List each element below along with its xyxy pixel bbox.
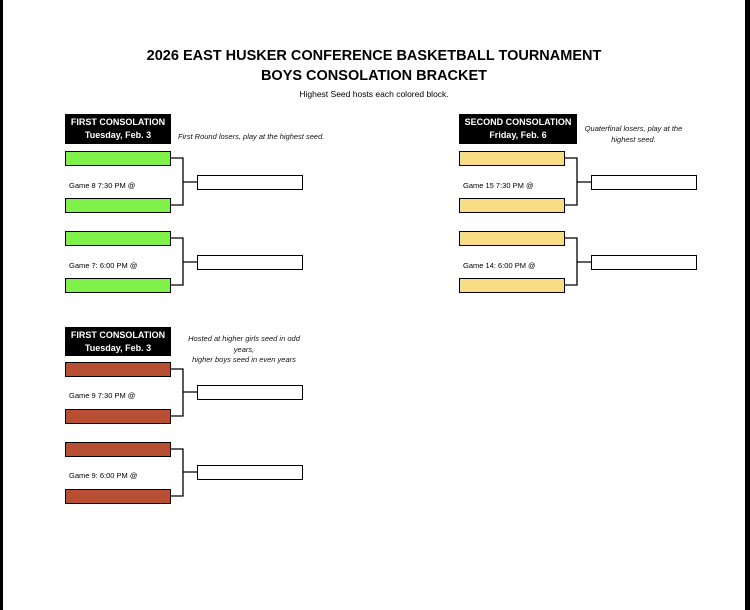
game-label: Game 15 7:30 PM @ bbox=[463, 181, 534, 190]
round-note-line: higher boys seed in even years bbox=[192, 355, 296, 364]
team-slot[interactable] bbox=[65, 409, 171, 424]
second-consolation-header: SECOND CONSOLATION Friday, Feb. 6 bbox=[459, 114, 577, 144]
winner-slot[interactable] bbox=[197, 255, 303, 270]
game-label: Game 7: 6:00 PM @ bbox=[69, 261, 138, 270]
bracket-page: 2026 EAST HUSKER CONFERENCE BASKETBALL T… bbox=[3, 0, 745, 610]
team-slot[interactable] bbox=[65, 278, 171, 293]
team-slot[interactable] bbox=[459, 278, 565, 293]
winner-slot[interactable] bbox=[197, 465, 303, 480]
connector-game-14 bbox=[565, 237, 591, 286]
round-note: Quaterfinal losers, play at the highest … bbox=[581, 124, 686, 145]
team-slot[interactable] bbox=[459, 198, 565, 213]
round-note: Hosted at higher girls seed in odd years… bbox=[179, 334, 309, 366]
connector-game-15 bbox=[565, 157, 591, 206]
round-label: SECOND CONSOLATION bbox=[464, 117, 572, 127]
round-label: FIRST CONSOLATION bbox=[70, 117, 166, 127]
round-note: First Round losers, play at the highest … bbox=[178, 132, 325, 141]
round-date: Friday, Feb. 6 bbox=[489, 129, 547, 140]
game-label: Game 8 7:30 PM @ bbox=[69, 181, 136, 190]
game-label: Game 9 7:30 PM @ bbox=[69, 391, 136, 400]
connector-game-9a bbox=[171, 368, 197, 417]
first-consolation-header: FIRST CONSOLATION Tuesday, Feb. 3 bbox=[65, 114, 171, 144]
bracket-lines bbox=[171, 157, 591, 497]
round-note-line: Hosted at higher girls seed in odd years… bbox=[188, 334, 300, 354]
team-slot[interactable] bbox=[65, 151, 171, 166]
round-label: FIRST CONSOLATION bbox=[70, 330, 166, 340]
first-consolation-header: FIRST CONSOLATION Tuesday, Feb. 3 bbox=[65, 327, 171, 356]
team-slot[interactable] bbox=[65, 362, 171, 377]
winner-slot[interactable] bbox=[197, 385, 303, 400]
team-slot[interactable] bbox=[459, 231, 565, 246]
connector-game-9b bbox=[171, 448, 197, 497]
round-note-line: highest seed. bbox=[611, 134, 656, 144]
team-slot[interactable] bbox=[459, 151, 565, 166]
team-slot[interactable] bbox=[65, 489, 171, 504]
page-title: 2026 EAST HUSKER CONFERENCE BASKETBALL T… bbox=[146, 48, 602, 64]
winner-slot[interactable] bbox=[591, 255, 697, 270]
game-label: Game 9: 6:00 PM @ bbox=[69, 471, 138, 480]
round-date: Tuesday, Feb. 3 bbox=[84, 129, 152, 140]
team-slot[interactable] bbox=[65, 231, 171, 246]
connector-game-7 bbox=[171, 237, 197, 286]
round-date: Tuesday, Feb. 3 bbox=[84, 342, 152, 353]
winner-slot[interactable] bbox=[591, 175, 697, 190]
team-slot[interactable] bbox=[65, 198, 171, 213]
connector-game-8 bbox=[171, 157, 197, 206]
winner-slot[interactable] bbox=[197, 175, 303, 190]
game-label: Game 14: 6:00 PM @ bbox=[463, 261, 536, 270]
hosting-note: Highest Seed hosts each colored block. bbox=[299, 89, 449, 99]
round-note-line: Quaterfinal losers, play at the bbox=[584, 124, 683, 133]
team-slot[interactable] bbox=[65, 442, 171, 457]
page-subtitle: BOYS CONSOLATION BRACKET bbox=[260, 68, 488, 84]
